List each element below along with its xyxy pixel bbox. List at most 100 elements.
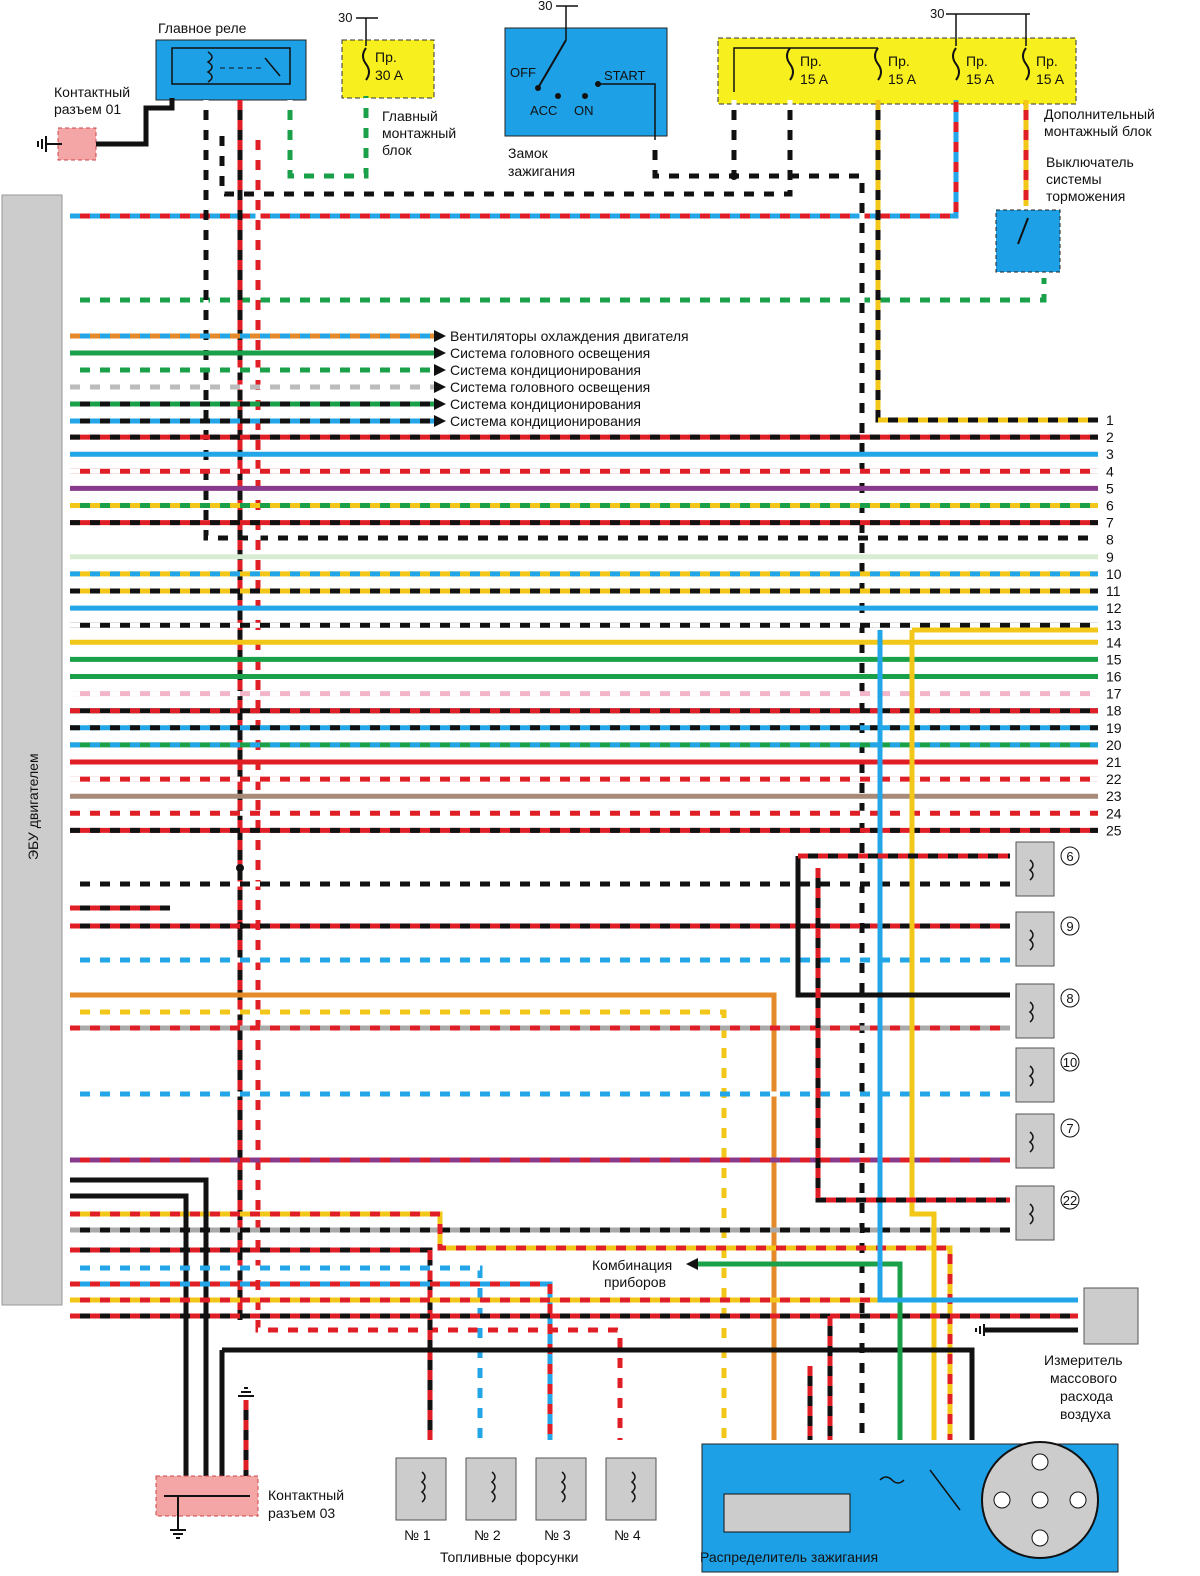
- fuel-injector: [605, 1457, 657, 1521]
- cluster-label-1: Комбинация: [592, 1257, 672, 1273]
- ground-icon: [37, 136, 62, 152]
- top-wires: [70, 96, 1098, 1440]
- wire-number: 22: [1106, 771, 1122, 787]
- ground-icon-top03: [238, 1387, 254, 1397]
- injector-label: № 1: [404, 1527, 431, 1543]
- coil-icon: [879, 1476, 905, 1484]
- connector-01: [57, 127, 97, 161]
- wire-number: 17: [1106, 686, 1122, 702]
- wire-number: 1: [1106, 412, 1114, 428]
- fuel-injector: [395, 1457, 447, 1521]
- fuse-15a-icon: [1022, 47, 1030, 81]
- destination-label: Вентиляторы охлаждения двигателя: [450, 328, 689, 344]
- wire-number: 18: [1106, 703, 1122, 719]
- injector-label: № 4: [614, 1527, 641, 1543]
- brake-label-3: торможения: [1046, 188, 1125, 204]
- wire-number: 8: [1106, 532, 1114, 548]
- distributor-rotor: [1031, 1491, 1049, 1509]
- coil-icon: [490, 1471, 496, 1503]
- plug-number-badge: [1060, 988, 1080, 1008]
- term30-2: 30: [538, 0, 552, 13]
- arrow-right-icon: [434, 415, 446, 427]
- destination-label: Система кондиционирования: [450, 396, 641, 412]
- plug-connector: [1015, 983, 1055, 1039]
- aux-fuse-block: [717, 37, 1077, 105]
- distributor-module: [723, 1493, 851, 1533]
- main-block-label-3: блок: [382, 142, 413, 158]
- maf-label-1: Измеритель: [1044, 1352, 1123, 1368]
- ignition-switch: [504, 27, 668, 137]
- wire-number: 23: [1106, 788, 1122, 804]
- plug-number-badge: [1060, 1052, 1080, 1072]
- plug-number: 7: [1066, 1121, 1073, 1136]
- coil-icon: [630, 1471, 636, 1503]
- plug-connector: [1015, 1047, 1055, 1103]
- main-block-label-2: монтажный: [382, 125, 456, 141]
- plug-connector: [1015, 841, 1055, 897]
- fuse-15a-icon: [786, 47, 794, 81]
- arrow-right-icon: [434, 381, 446, 393]
- lower-wires: [70, 627, 1098, 1480]
- arrow-right-icon: [434, 347, 446, 359]
- wire-number: 25: [1106, 822, 1122, 838]
- relay-coil: [206, 51, 213, 83]
- fuse-15a-label-2: 15 A: [888, 71, 917, 87]
- fuse-main-label-1: Пр.: [375, 49, 397, 65]
- ignition-label-1: Замок: [508, 145, 549, 161]
- injector-label: № 3: [544, 1527, 571, 1543]
- wire-number: 6: [1106, 498, 1114, 514]
- coil-icon: [1028, 1001, 1034, 1023]
- plug-connector: [1015, 1113, 1055, 1169]
- fuse-15a-group: Пр.15 AПр.15 AПр.15 AПр.15 A: [786, 47, 1065, 87]
- connector-01-label-1: Контактный: [54, 84, 130, 100]
- ecu-block: [1, 194, 63, 1306]
- fuse-15a-label-1: Пр.: [888, 53, 910, 69]
- wire-relay-ground: [96, 98, 175, 147]
- wire-number: 4: [1106, 463, 1114, 479]
- maf-label-4: воздуха: [1060, 1406, 1111, 1422]
- coil-icon: [1028, 929, 1034, 951]
- wire-number: 20: [1106, 737, 1122, 753]
- term30-1: 30: [338, 10, 352, 25]
- maf-sensor: [1083, 1287, 1139, 1345]
- fuse-15a-label-2: 15 A: [1036, 71, 1065, 87]
- arrow-right-icon: [434, 364, 446, 376]
- cluster-label-2: приборов: [604, 1274, 666, 1290]
- ground-icon-03: [170, 1529, 186, 1539]
- wire-number: 3: [1106, 446, 1114, 462]
- fuse-15a-icon: [874, 47, 882, 81]
- wire-number: 15: [1106, 651, 1122, 667]
- wire-number: 7: [1106, 515, 1114, 531]
- coil-icon: [1028, 1065, 1034, 1087]
- ecu-label: ЭБУ двигателем: [25, 753, 41, 860]
- fuse-30a-icon: [362, 47, 370, 81]
- connector-01-label-2: разъем 01: [54, 101, 121, 117]
- injectors-label: Топливные форсунки: [440, 1549, 579, 1565]
- plug-number-badge: [1060, 916, 1080, 936]
- plug-number: 8: [1066, 991, 1073, 1006]
- ign-start: START: [604, 68, 645, 83]
- wire-number: 14: [1106, 634, 1122, 650]
- numbered-wires: 1234567891011121314151617181920212223242…: [70, 412, 1122, 838]
- wire-number: 12: [1106, 600, 1122, 616]
- wire-number: 19: [1106, 720, 1122, 736]
- maf-label-2: массового: [1050, 1370, 1117, 1386]
- maf-label-3: расхода: [1060, 1388, 1113, 1404]
- fuse-15a-label-1: Пр.: [800, 53, 822, 69]
- fuse-main-label-2: 30 A: [375, 67, 404, 83]
- wire-number: 13: [1106, 617, 1122, 633]
- destination-label: Система кондиционирования: [450, 413, 641, 429]
- main-relay-label: Главное реле: [158, 20, 247, 36]
- brake-label-1: Выключатель: [1046, 154, 1134, 170]
- wire-number: 11: [1106, 583, 1121, 599]
- coil-icon: [1028, 1131, 1034, 1153]
- connector-03-label-2: разъем 03: [268, 1505, 335, 1521]
- ign-acc: ACC: [530, 103, 557, 118]
- fuse-15a-label-1: Пр.: [1036, 53, 1058, 69]
- relay-contact: [264, 57, 281, 77]
- wire-number: 24: [1106, 805, 1122, 821]
- coil-icon: [1028, 1203, 1034, 1225]
